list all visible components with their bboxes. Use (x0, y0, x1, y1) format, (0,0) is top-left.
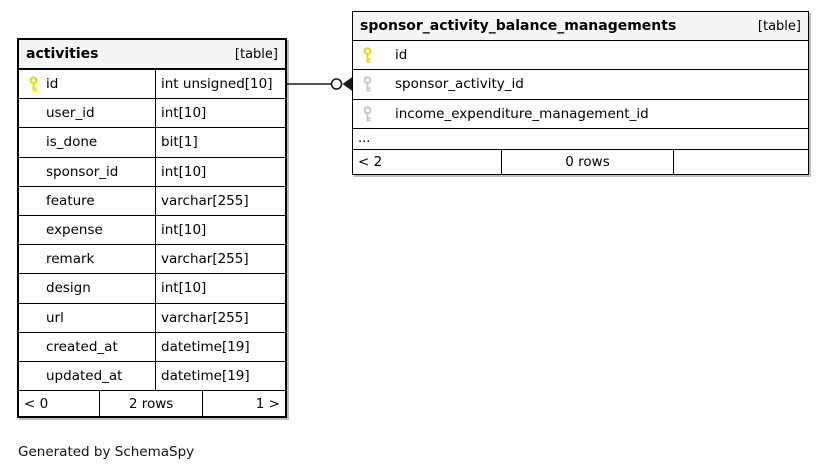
column-type: int[10] (161, 222, 207, 239)
column-type: datetime[19] (161, 367, 250, 384)
key-spacer (28, 310, 39, 326)
column-type: int[10] (161, 105, 207, 122)
table-row: user_id int[10] (19, 99, 285, 129)
column-type: varchar[255] (161, 309, 249, 326)
table-row: id (353, 41, 808, 71)
column-name: design (46, 280, 91, 297)
primary-key-icon (28, 76, 39, 92)
column-type: int unsigned[10] (161, 76, 273, 93)
table-header-sponsor[interactable]: sponsor_activity_balance_managements [ta… (353, 12, 808, 41)
footer-row-count: 0 rows (502, 149, 674, 174)
footer-related-right: 1 > (255, 395, 280, 412)
primary-key-icon (362, 47, 373, 63)
column-name: url (46, 309, 64, 326)
key-spacer (28, 280, 39, 296)
column-name: id (395, 47, 408, 64)
footer-related-right (674, 150, 808, 174)
column-name: feature (46, 192, 95, 209)
column-type: datetime[19] (161, 338, 250, 355)
column-name: created_at (46, 338, 118, 355)
table-footer: < 0 2 rows 1 > (19, 391, 285, 417)
column-name: id (46, 76, 59, 93)
hidden-columns-ellipsis: ... (353, 129, 808, 150)
column-name: remark (46, 251, 95, 268)
generated-by-caption: Generated by SchemaSpy (18, 444, 195, 460)
column-name: updated_at (46, 367, 123, 384)
column-name: user_id (46, 105, 95, 122)
table-name[interactable]: sponsor_activity_balance_managements (360, 18, 677, 34)
key-spacer (28, 105, 39, 121)
footer-related-left: < 2 (353, 149, 503, 174)
column-type: varchar[255] (161, 251, 249, 268)
column-name: expense (46, 222, 103, 239)
column-name: income_expenditure_management_id (395, 105, 649, 122)
table-row: updated_at datetime[19] (19, 361, 285, 392)
footer-row-count: 2 rows (100, 391, 204, 417)
foreign-key-icon (362, 106, 373, 122)
foreign-key-icon (362, 76, 373, 92)
table-row: created_at datetime[19] (19, 332, 285, 362)
table-row: sponsor_id int[10] (19, 157, 285, 187)
key-spacer (28, 339, 39, 355)
column-type: varchar[255] (161, 192, 249, 209)
table-row: income_expenditure_management_id (353, 100, 808, 129)
table-row: url varchar[255] (19, 303, 285, 333)
key-spacer (28, 134, 39, 150)
column-type: int[10] (161, 280, 207, 297)
table-name[interactable]: activities (26, 46, 99, 62)
column-name: sponsor_id (46, 163, 119, 180)
key-spacer (28, 193, 39, 209)
table-header-activities[interactable]: activities [table] (19, 40, 285, 70)
zero-dot-icon (330, 78, 343, 90)
column-name: is_done (46, 134, 98, 151)
key-spacer (28, 222, 39, 238)
table-row: design int[10] (19, 274, 285, 304)
table-row: feature varchar[255] (19, 186, 285, 216)
table-row: id int unsigned[10] (19, 70, 285, 100)
key-spacer (28, 368, 39, 384)
footer-related-left: < 0 (19, 391, 101, 417)
table-footer: < 2 0 rows (353, 149, 808, 174)
table-row: remark varchar[255] (19, 245, 285, 275)
table-activities: activities [table] id int unsigned[10] u… (17, 38, 287, 418)
table-sponsor-activity-balance-managements: sponsor_activity_balance_managements [ta… (352, 11, 809, 175)
relationship-connector (285, 77, 352, 91)
crow-foot-icon (342, 77, 352, 91)
table-tag: [table] (234, 46, 278, 62)
column-type: int[10] (161, 163, 207, 180)
table-row: expense int[10] (19, 215, 285, 246)
table-row: is_done bit[1] (19, 128, 285, 158)
column-type: bit[1] (161, 134, 198, 151)
key-spacer (28, 251, 39, 267)
table-row: sponsor_activity_id (353, 70, 808, 100)
table-tag: [table] (757, 18, 801, 34)
key-spacer (28, 164, 39, 180)
column-name: sponsor_activity_id (395, 76, 524, 93)
